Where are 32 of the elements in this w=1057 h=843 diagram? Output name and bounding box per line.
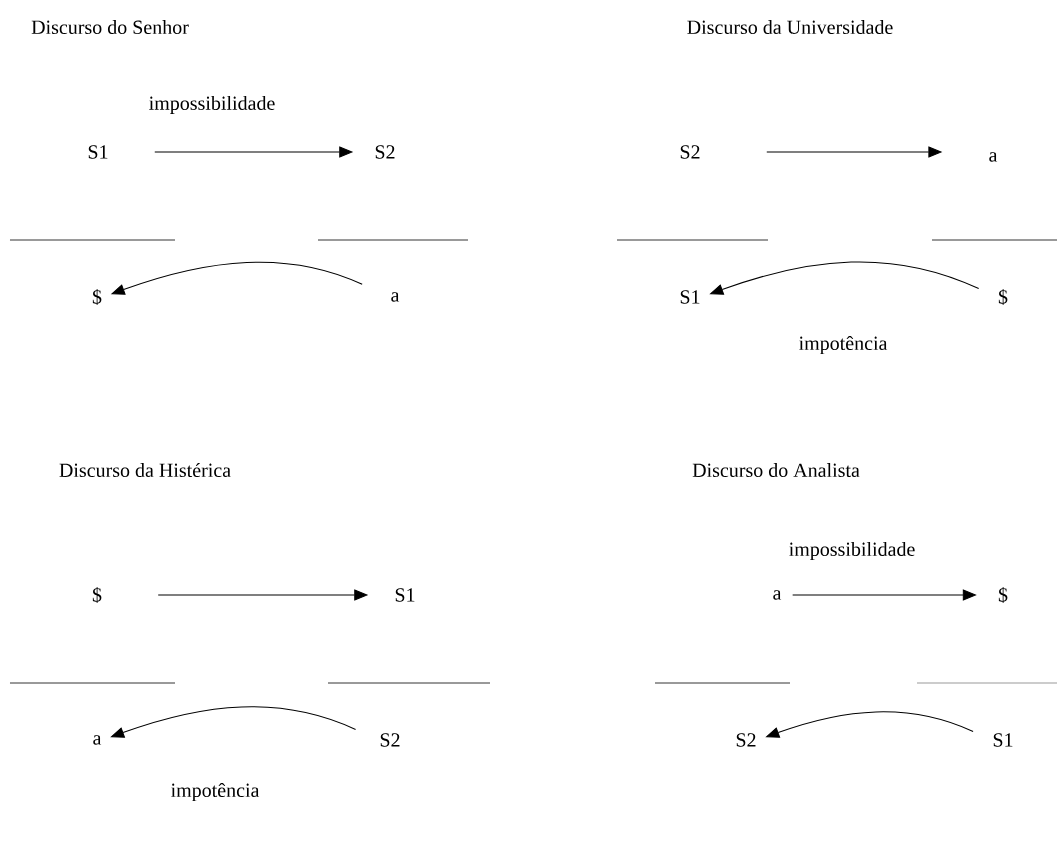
edge-label: impotência bbox=[171, 782, 260, 802]
term-label: S2 bbox=[380, 733, 400, 747]
edge-label: impotência bbox=[799, 335, 888, 355]
term-label: S2 bbox=[736, 733, 756, 747]
edge-label: impossibilidade bbox=[149, 95, 275, 115]
title: Discurso da Histérica bbox=[59, 462, 231, 478]
edge-label: impossibilidade bbox=[789, 541, 915, 561]
term-label: a bbox=[989, 152, 998, 162]
arrow bbox=[766, 146, 942, 158]
term-label: $ bbox=[92, 587, 102, 603]
term-label: a bbox=[391, 292, 400, 302]
term-label: S2 bbox=[375, 145, 395, 159]
arrow bbox=[710, 261, 980, 295]
term-label: $ bbox=[998, 289, 1008, 305]
arrow bbox=[110, 706, 357, 738]
term-label: $ bbox=[92, 289, 102, 305]
arrow bbox=[111, 261, 363, 295]
arrow bbox=[157, 589, 368, 601]
arrow bbox=[792, 589, 976, 601]
arrow bbox=[154, 146, 353, 158]
arrow bbox=[766, 711, 974, 738]
term-label: S1 bbox=[88, 145, 108, 159]
term-label: S2 bbox=[680, 145, 700, 159]
term-label: S1 bbox=[395, 588, 415, 602]
term-label: S1 bbox=[993, 733, 1013, 747]
title: Discurso do Analista bbox=[692, 462, 860, 478]
term-label: S1 bbox=[680, 290, 700, 304]
term-label: a bbox=[93, 735, 102, 745]
term-label: a bbox=[773, 590, 782, 600]
title: Discurso da Universidade bbox=[687, 19, 893, 35]
term-label: $ bbox=[998, 587, 1008, 603]
title: Discurso do Senhor bbox=[31, 19, 189, 35]
